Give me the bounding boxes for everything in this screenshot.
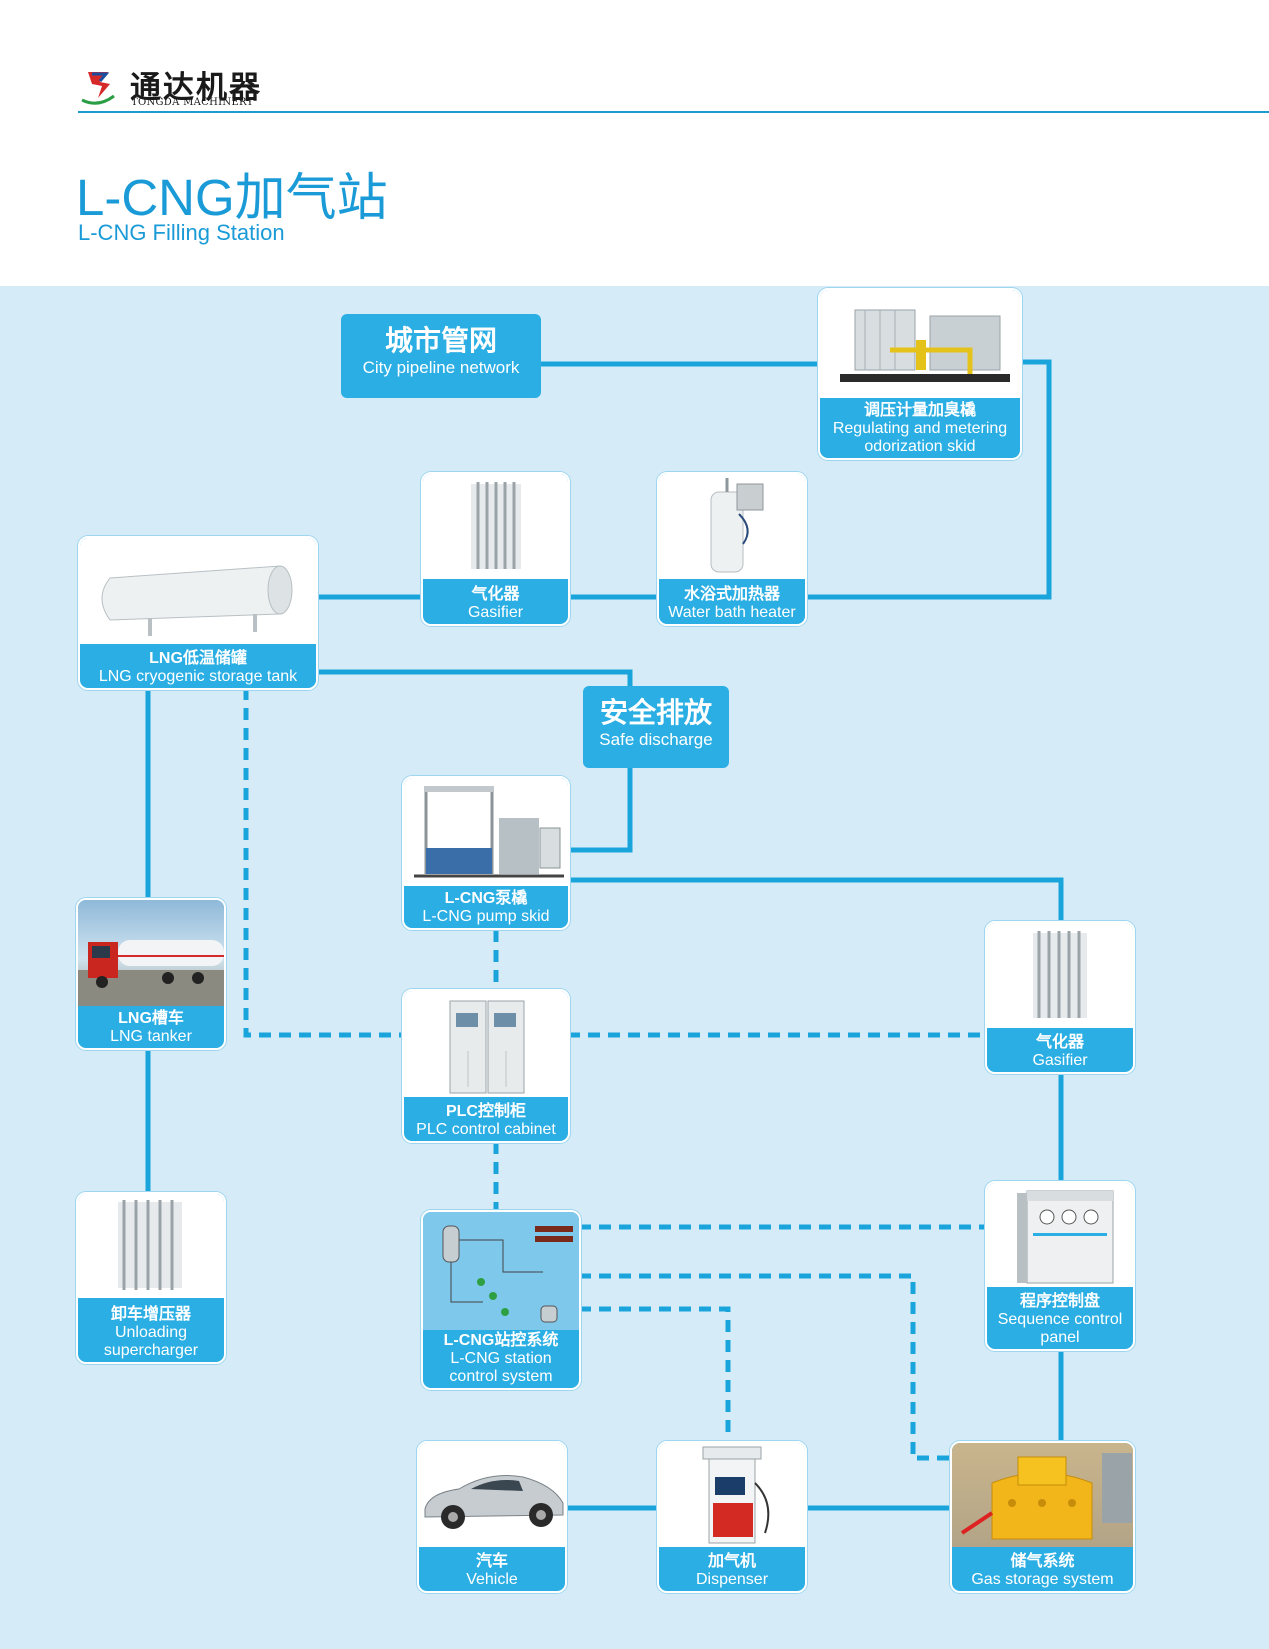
- pump-skid-en: L-CNG pump skid: [422, 908, 550, 925]
- gasifier-right-cn: 气化器: [1035, 1034, 1084, 1051]
- line-safe-discharge-to-pump: [568, 767, 633, 853]
- tank-photo-icon: [80, 538, 316, 644]
- tanker-en: LNG tanker: [110, 1028, 192, 1045]
- line-tank-to-safe-discharge: [316, 669, 633, 687]
- gasifier-photo-icon: [78, 1194, 224, 1298]
- gas-storage-caption: 储气系统 Gas storage system: [952, 1553, 1133, 1589]
- regulating-skid-cn: 调压计量加臭橇: [863, 402, 976, 419]
- line-pump-to-gasifier: [568, 877, 1064, 922]
- city-pipeline-cn: 城市管网: [384, 325, 497, 356]
- node-water-heater[interactable]: 水浴式加热器 Water bath heater: [657, 472, 807, 626]
- vehicle-caption: 汽车 Vehicle: [419, 1553, 565, 1589]
- vehicle-cn: 汽车: [475, 1553, 508, 1570]
- tanker-cn: LNG槽车: [118, 1010, 184, 1027]
- car-photo-icon: [419, 1443, 565, 1547]
- header-divider: [78, 111, 1269, 113]
- logo-text: 通达机器: [130, 70, 262, 106]
- gas-storage-en: Gas storage system: [971, 1571, 1114, 1588]
- line-skid-to-heater: [805, 359, 1052, 600]
- skid-photo-icon: [820, 290, 1020, 398]
- safe-discharge-en: Safe discharge: [599, 730, 713, 749]
- station-control-en: L-CNG station control system: [449, 1350, 553, 1385]
- node-storage-tank[interactable]: LNG低温储罐 LNG cryogenic storage tank: [78, 536, 318, 690]
- gasifier-top-en: Gasifier: [467, 604, 524, 621]
- tanker-caption: LNG槽车 LNG tanker: [78, 1010, 224, 1046]
- storage-tank-cn: LNG低温储罐: [149, 650, 247, 667]
- water-heater-caption: 水浴式加热器 Water bath heater: [659, 586, 805, 622]
- gasifier-photo-icon: [987, 923, 1133, 1028]
- gasifier-right-en: Gasifier: [1032, 1052, 1088, 1069]
- gasifier-photo-icon: [423, 474, 568, 579]
- regulating-skid-caption: 调压计量加臭橇 Regulating and metering odorizat…: [820, 402, 1020, 456]
- node-vehicle[interactable]: 汽车 Vehicle: [417, 1441, 567, 1593]
- tongda-logo-icon: [81, 72, 115, 105]
- station-control-caption: L-CNG站控系统 L-CNG station control system: [423, 1332, 579, 1386]
- plc-cn: PLC控制柜: [445, 1103, 526, 1120]
- regulating-skid-en: Regulating and metering odorization skid: [832, 420, 1008, 455]
- node-station-control[interactable]: L-CNG站控系统 L-CNG station control system: [421, 1210, 581, 1390]
- storage-tank-en: LNG cryogenic storage tank: [98, 668, 298, 685]
- node-gasifier-top[interactable]: 气化器 Gasifier: [421, 472, 570, 626]
- dispenser-cn: 加气机: [707, 1553, 756, 1570]
- node-tanker[interactable]: LNG槽车 LNG tanker: [76, 898, 226, 1050]
- node-dispenser[interactable]: 加气机 Dispenser: [657, 1441, 807, 1593]
- pump-skid-photo-icon: [404, 778, 568, 886]
- cabinet-photo-icon: [404, 991, 568, 1097]
- page-header: 通达机器 TONGDA MACHINERY L-CNG加气站 L-CNG Fil…: [0, 0, 1269, 286]
- node-gas-storage[interactable]: 储气系统 Gas storage system: [950, 1441, 1135, 1593]
- node-city-pipeline[interactable]: 城市管网 City pipeline network: [341, 314, 541, 398]
- gas-storage-cn: 储气系统: [1010, 1553, 1075, 1570]
- node-regulating-skid[interactable]: 调压计量加臭橇 Regulating and metering odorizat…: [818, 288, 1022, 460]
- logo-subtext: TONGDA MACHINERY: [131, 97, 254, 108]
- dispenser-en: Dispenser: [695, 1571, 769, 1588]
- dispenser-caption: 加气机 Dispenser: [659, 1553, 805, 1589]
- station-control-cn: L-CNG站控系统: [443, 1332, 559, 1349]
- heater-photo-icon: [659, 474, 805, 579]
- panel-photo-icon: [987, 1183, 1133, 1287]
- safe-discharge-cn: 安全排放: [599, 697, 712, 728]
- pump-skid-cn: L-CNG泵橇: [444, 890, 528, 907]
- dash-tank-to-plc: [243, 688, 405, 1038]
- sequence-panel-en: Sequence control panel: [997, 1311, 1123, 1346]
- truck-photo-icon: [78, 900, 224, 1006]
- water-heater-en: Water bath heater: [668, 604, 796, 621]
- scada-screen-icon: [423, 1212, 579, 1330]
- plc-en: PLC control cabinet: [416, 1121, 556, 1138]
- city-pipeline-en: City pipeline network: [362, 358, 520, 377]
- plc-caption: PLC控制柜 PLC control cabinet: [404, 1103, 568, 1139]
- node-sequence-panel[interactable]: 程序控制盘 Sequence control panel: [985, 1181, 1135, 1351]
- page-subtitle: L-CNG Filling Station: [78, 220, 285, 245]
- sequence-panel-caption: 程序控制盘 Sequence control panel: [987, 1293, 1133, 1347]
- node-plc[interactable]: PLC控制柜 PLC control cabinet: [402, 989, 570, 1143]
- dispenser-photo-icon: [659, 1443, 805, 1547]
- pump-skid-caption: L-CNG泵橇 L-CNG pump skid: [404, 890, 568, 926]
- storage-photo-icon: [952, 1443, 1133, 1547]
- supercharger-cn: 卸车增压器: [110, 1306, 191, 1323]
- node-supercharger[interactable]: 卸车增压器 Unloading supercharger: [76, 1192, 226, 1364]
- gasifier-top-caption: 气化器 Gasifier: [423, 586, 568, 622]
- node-pump-skid[interactable]: L-CNG泵橇 L-CNG pump skid: [402, 776, 570, 930]
- vehicle-en: Vehicle: [466, 1571, 518, 1588]
- node-safe-discharge[interactable]: 安全排放 Safe discharge: [583, 686, 729, 768]
- dash-control-to-storage: [579, 1273, 950, 1461]
- dash-control-to-dispenser: [579, 1306, 731, 1443]
- gasifier-right-caption: 气化器 Gasifier: [987, 1034, 1133, 1070]
- sequence-panel-cn: 程序控制盘: [1019, 1293, 1100, 1310]
- storage-tank-caption: LNG低温储罐 LNG cryogenic storage tank: [80, 650, 316, 686]
- supercharger-caption: 卸车增压器 Unloading supercharger: [78, 1306, 224, 1360]
- supercharger-en: Unloading supercharger: [103, 1324, 199, 1359]
- page-title: L-CNG加气站: [76, 169, 388, 226]
- water-heater-cn: 水浴式加热器: [683, 586, 780, 603]
- node-gasifier-right[interactable]: 气化器 Gasifier: [985, 921, 1135, 1074]
- gasifier-top-cn: 气化器: [471, 586, 520, 603]
